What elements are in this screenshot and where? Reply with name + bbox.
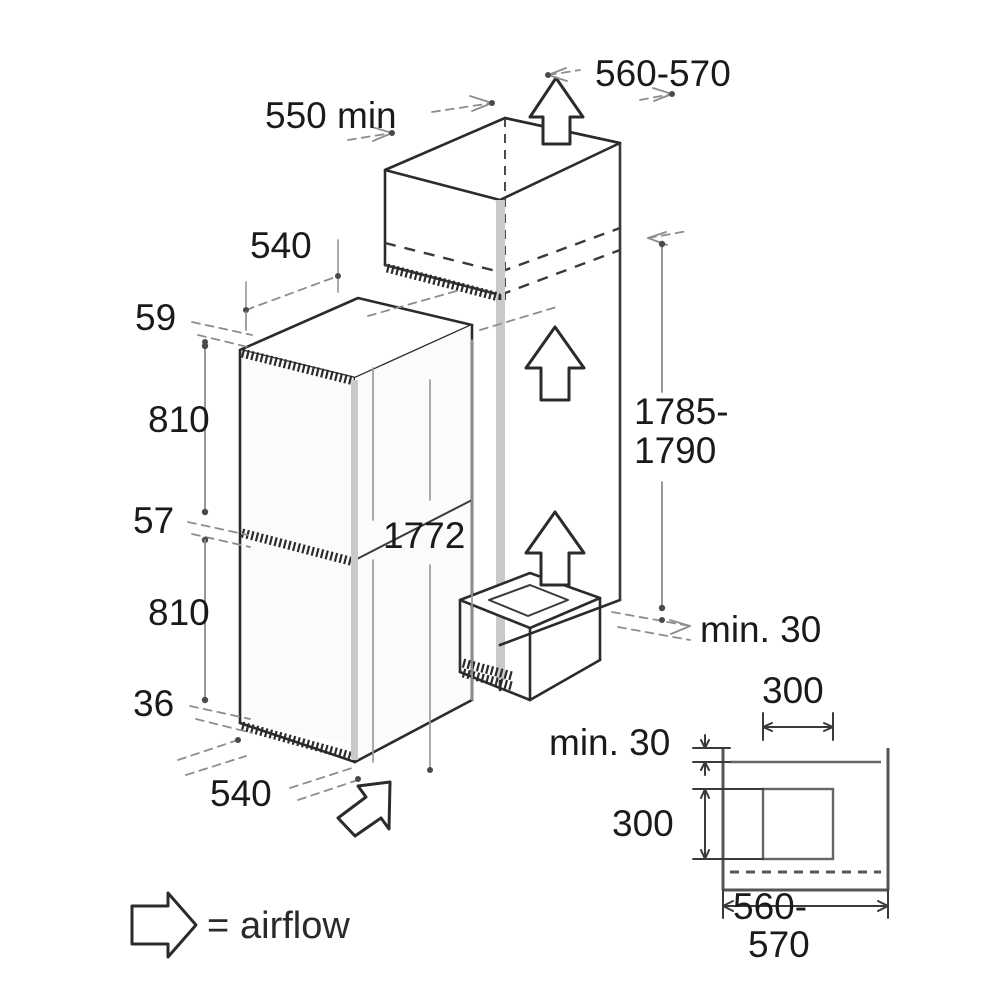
dim-label-1790: 1790 [634,430,716,471]
dim-label-560-570-top: 560-570 [595,53,731,94]
dim-label-810-upper: 810 [148,399,210,440]
dim-label-1772: 1772 [383,515,465,556]
airflow-arrow-upper [524,325,586,402]
dimension-1785-1790: 1785- 1790 [634,230,729,612]
dim-label-1785: 1785- [634,391,729,432]
dim-label-540-depth: 540 [250,225,312,266]
inset-dim-label-300-width: 300 [762,670,824,711]
dim-label-57: 57 [133,500,174,541]
appliance-guides [245,289,561,701]
dimension-min-30-rear: min. 30 [611,609,821,650]
plinth-compressor-box [458,571,602,702]
dim-label-810-lower: 810 [148,592,210,633]
inset-dim-label-min-30: min. 30 [549,722,670,763]
airflow-arrow-legend-icon [130,891,198,959]
dim-label-min-30-rear: min. 30 [700,609,821,650]
airflow-arrow-top-exhaust [528,76,585,146]
dimension-560-570-top: 560-570 [545,53,731,102]
dim-label-59: 59 [135,297,176,338]
inset-dim-label-560: 560- [733,886,807,927]
inset-front-elevation: 300 min. 30 300 [549,670,890,965]
dim-label-36: 36 [133,683,174,724]
dimension-chain-left: 59 810 57 810 36 [133,297,253,734]
dimension-1772: 1772 [372,367,465,773]
legend-airflow-label: airflow [240,905,350,947]
airflow-arrow-bottom-intake [336,780,392,838]
dimension-540-width: 540 [177,737,361,814]
inset-dim-label-300-height: 300 [612,803,674,844]
dimension-540-depth: 540 [243,225,341,331]
inset-dim-label-570: 570 [748,924,810,965]
dim-label-540-width: 540 [210,773,272,814]
dimension-550-min: 550 min [265,95,495,142]
airflow-arrow-lower [524,510,586,587]
dim-label-550-min: 550 min [265,95,397,136]
legend-airflow: = airflow [130,891,350,959]
legend-equals-sign: = [207,905,229,947]
